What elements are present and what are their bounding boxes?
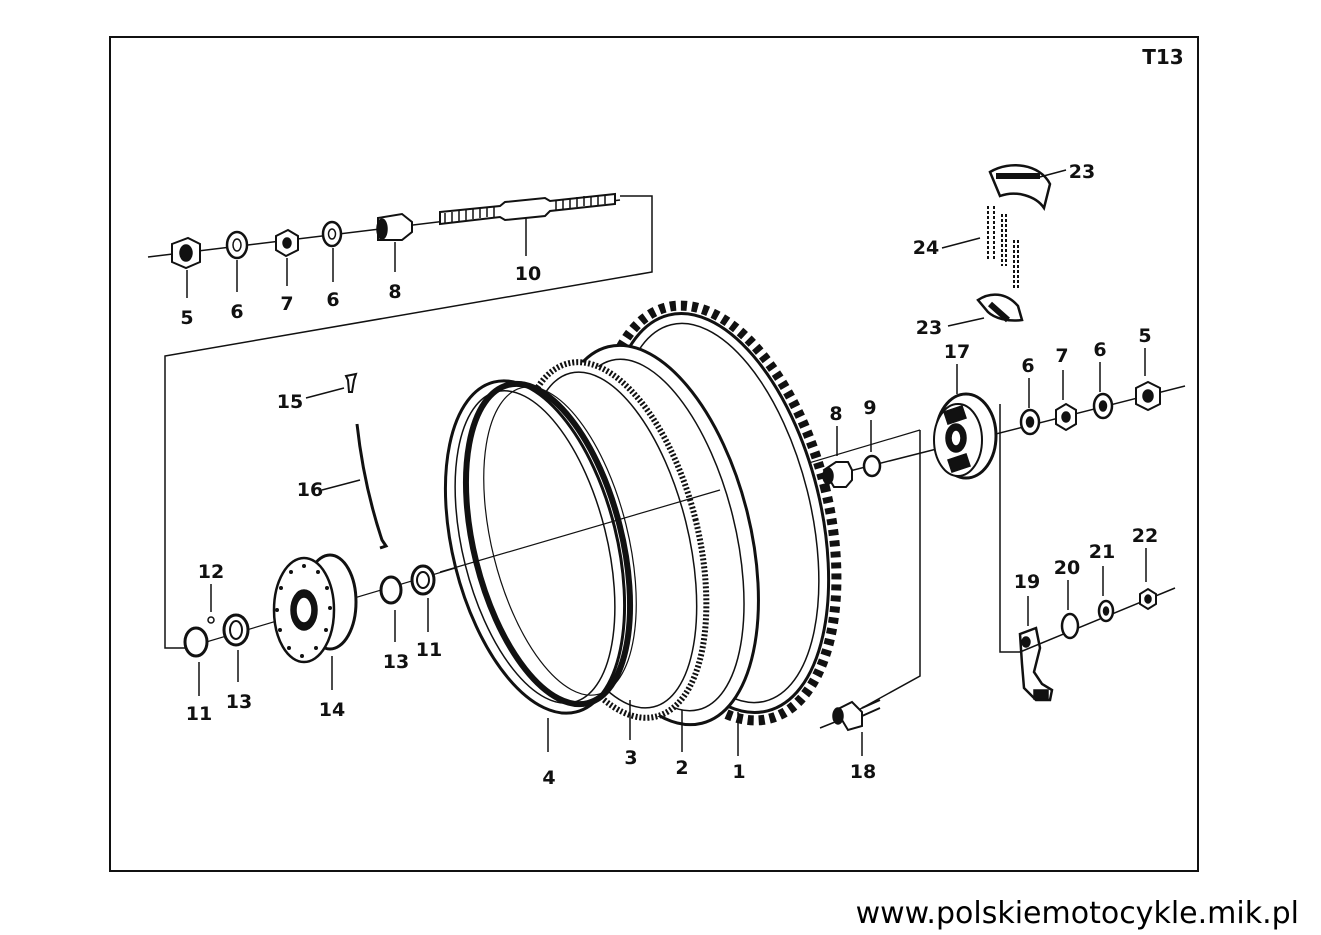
label-part-23-top: 23: [1069, 161, 1095, 183]
hub-14: [272, 553, 358, 664]
axle-assembly: [147, 192, 653, 649]
spoke-16: [355, 423, 389, 550]
nut-5-right: [1135, 380, 1161, 412]
ball-12: [207, 616, 215, 624]
label-part-21: 21: [1089, 541, 1115, 563]
label-part-12: 12: [198, 561, 224, 583]
wheel-assembly: [185, 300, 921, 756]
label-part-11-right: 11: [416, 639, 442, 661]
label-part-3: 3: [624, 747, 637, 769]
label-part-2: 2: [675, 757, 688, 779]
washer-6-left-b: [321, 220, 343, 248]
washer-9: [862, 454, 882, 478]
spacer-8-left: [376, 212, 413, 241]
washer-6-right-b: [1092, 392, 1114, 420]
nut-7-left: [275, 228, 299, 258]
washer-20: [1060, 612, 1080, 640]
washer-11-left: [183, 626, 209, 658]
label-part-20: 20: [1054, 557, 1080, 579]
label-part-13-right: 13: [383, 651, 409, 673]
label-part-15: 15: [277, 391, 303, 413]
label-part-13-left: 13: [226, 691, 252, 713]
label-part-10: 10: [515, 263, 541, 285]
label-part-11-left: 11: [186, 703, 212, 725]
axle-10: [439, 192, 616, 226]
brake-springs-24: [987, 206, 1019, 290]
washer-21: [1097, 599, 1115, 623]
label-part-18: 18: [850, 761, 876, 783]
washer-6-left: [225, 230, 249, 260]
label-part-6-left: 6: [230, 301, 243, 323]
label-part-6-right: 6: [1021, 355, 1034, 377]
label-part-1: 1: [732, 761, 745, 783]
brake-shoe-23-top: [988, 164, 1052, 212]
spacer-8-right: [822, 461, 853, 488]
label-part-9: 9: [863, 397, 876, 419]
spoke-parts: [305, 372, 389, 550]
washer-6-right: [1019, 408, 1041, 436]
label-part-17: 17: [944, 341, 970, 363]
label-part-6-left-b: 6: [326, 289, 339, 311]
label-part-19: 19: [1014, 571, 1040, 593]
sheet-code: T13: [1142, 45, 1183, 69]
label-part-4: 4: [542, 767, 555, 789]
label-part-6-right-b: 6: [1093, 339, 1106, 361]
label-part-8-left: 8: [388, 281, 401, 303]
label-part-23-bottom: 23: [916, 317, 942, 339]
label-part-5-left: 5: [180, 307, 193, 329]
bearing-13-left: [222, 613, 250, 647]
bearing-11-right: [410, 564, 436, 596]
hub-assembly: [183, 553, 436, 696]
label-part-24: 24: [913, 237, 939, 259]
washer-13-right: [379, 575, 403, 605]
spoke-nipple-15: [344, 372, 358, 393]
valve-18: [832, 699, 881, 756]
nut-7-right: [1055, 402, 1077, 432]
brake-assembly: [819, 164, 1186, 756]
nut-5-left: [171, 236, 201, 270]
diagram-frame: [109, 36, 1199, 872]
label-part-7-left: 7: [280, 293, 293, 315]
brake-plate-17: [933, 392, 998, 480]
website-watermark: www.polskiemotocykle.mik.pl: [855, 896, 1299, 931]
label-part-7-right: 7: [1055, 345, 1068, 367]
label-part-8-right: 8: [829, 403, 842, 425]
brake-shoe-23-bottom: [976, 293, 1024, 322]
label-part-16: 16: [297, 479, 323, 501]
label-part-22: 22: [1132, 525, 1158, 547]
label-part-5-right: 5: [1138, 325, 1151, 347]
label-part-14: 14: [319, 699, 345, 721]
